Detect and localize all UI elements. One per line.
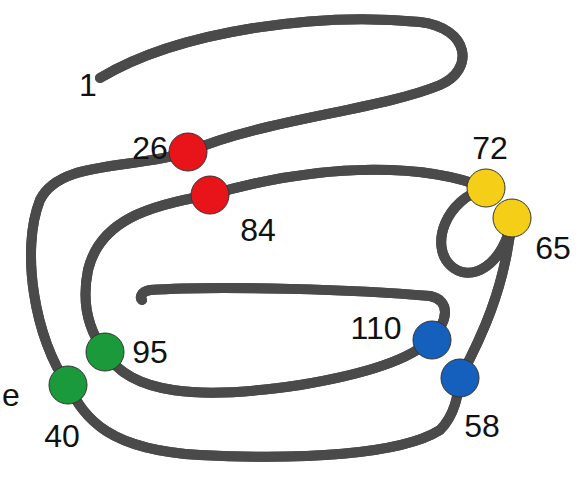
disulfide-dot [191,176,229,214]
disulfide-dot [169,133,207,171]
disulfide-dot [493,199,531,237]
disulfide-dot [467,169,505,207]
residue-number: 110 [350,312,401,344]
chain-fill [31,19,512,456]
disulfide-dot [413,321,451,359]
residue-number: e [2,379,20,411]
residue-number: 26 [132,132,168,164]
disulfide-dot [441,359,479,397]
residue-number: 84 [240,214,276,246]
disulfide-dot [86,333,124,371]
residue-number: 1 [79,69,97,101]
residue-number: 65 [535,232,571,264]
polypeptide-chain [31,19,512,456]
residue-number: 40 [44,420,80,452]
disulfide-dot [49,366,87,404]
residue-number: 72 [472,132,508,164]
residue-number: 95 [132,336,168,368]
residue-number: 58 [464,410,500,442]
